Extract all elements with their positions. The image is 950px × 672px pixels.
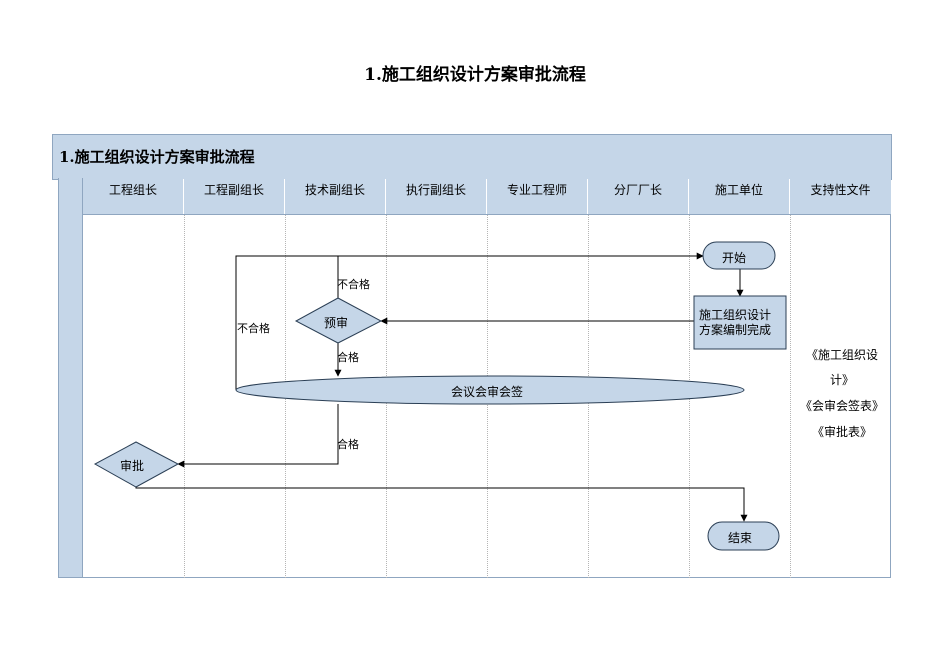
support-doc-line: 《施工组织设 — [805, 348, 878, 362]
end-label: 结束 — [728, 531, 753, 545]
prereview-decision — [294, 297, 383, 344]
approve-label: 审批 — [120, 459, 145, 473]
meeting-label: 会议会审会签 — [451, 385, 524, 399]
pass-label-2: 合格 — [337, 438, 359, 451]
pass-label-1: 合格 — [337, 351, 359, 364]
lane-header-branch-director: 分厂厂长 — [588, 179, 689, 214]
edge-meeting-to-approve — [177, 404, 339, 468]
page-title: 1.施工组织设计方案审批流程 — [364, 65, 586, 85]
lane-header-supporting-docs: 支持性文件 — [810, 183, 871, 197]
draft-process-box — [693, 295, 787, 350]
prereview-label: 预审 — [324, 316, 349, 330]
approve-decision — [93, 441, 180, 488]
lane-header-contractor: 施工单位 — [689, 179, 790, 214]
edge-prereview-fail-to-start — [337, 252, 704, 298]
swimlane-frame: 1.施工组织设计方案审批流程 工程组长 工程副组长 技术副组长 执行副组长 专业… — [52, 134, 892, 578]
lane-header-engineering-deputy: 工程副组长 — [184, 179, 285, 214]
panel-title: 1.施工组织设计方案审批流程 — [59, 148, 255, 166]
fail-label-top: 不合格 — [337, 278, 370, 291]
edge-approve-to-end — [135, 487, 748, 522]
left-band — [58, 178, 83, 578]
end-terminator — [707, 521, 780, 551]
support-doc-line: 《审批表》 — [811, 425, 872, 439]
start-terminator — [702, 241, 776, 270]
start-label: 开始 — [722, 251, 747, 265]
edge-meeting-fail-to-start — [235, 255, 338, 390]
lane-divider — [790, 215, 791, 578]
lane-header-row: 工程组长 工程副组长 技术副组长 执行副组长 专业工程师 分厂厂长 施工单位 支… — [83, 179, 891, 215]
lane-header-specialist-engineer: 专业工程师 — [487, 179, 588, 214]
lane-header-executive-deputy: 执行副组长 — [386, 179, 487, 214]
support-doc-line: 《会审会签表》 — [799, 399, 884, 413]
fail-label-left: 不合格 — [237, 322, 270, 335]
draft-label-line2: 方案编制完成 — [699, 323, 772, 337]
lane-header-engineering-lead: 工程组长 — [83, 179, 184, 214]
lane-divider — [184, 215, 185, 578]
meeting-ellipse — [235, 375, 745, 405]
lane-header-technical-deputy: 技术副组长 — [285, 179, 386, 214]
support-doc-line: 计》 — [829, 373, 854, 387]
draft-label-line1: 施工组织设计 — [699, 308, 772, 322]
